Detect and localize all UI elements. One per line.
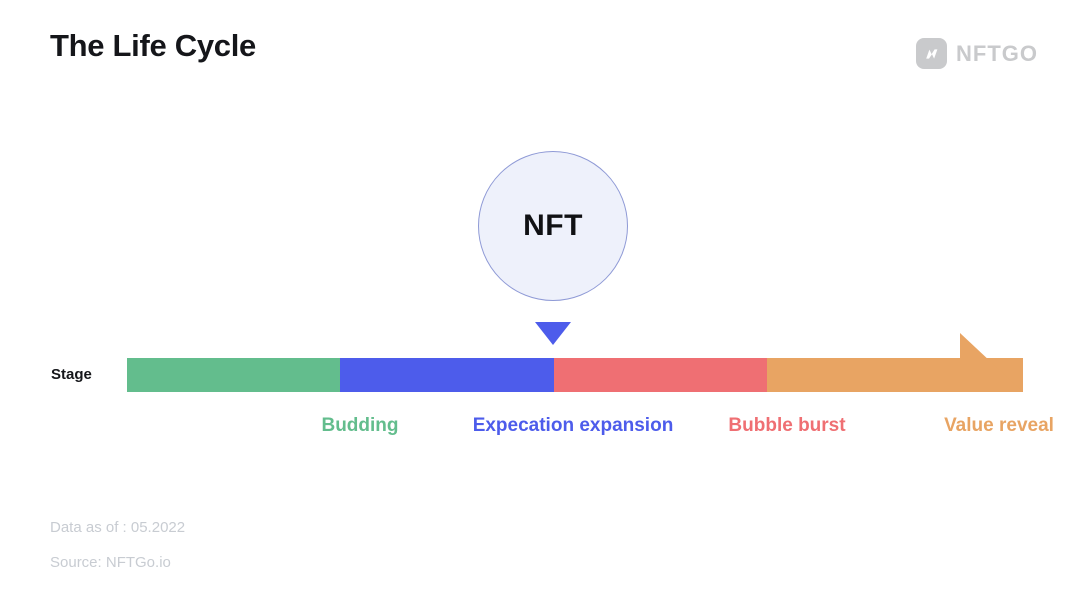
stage-segment[interactable] — [340, 358, 554, 392]
stage-caption: Expecation expansion — [472, 415, 674, 436]
nft-bubble-label: NFT — [523, 209, 583, 242]
brand-wordmark: NFTGO — [956, 40, 1038, 66]
stage-timeline — [127, 333, 1023, 392]
nft-bubble: NFT — [478, 151, 628, 301]
stage-caption: Budding — [321, 415, 399, 436]
page-title: The Life Cycle — [50, 28, 256, 63]
axis-label-stage: Stage — [51, 366, 92, 383]
stage-caption: Bubble burst — [728, 415, 846, 436]
stage-segment[interactable] — [554, 358, 767, 392]
brand-logo: NFTGO — [916, 38, 1038, 69]
arrow-right-head-icon — [960, 333, 1023, 392]
footnote-data-as-of: Data as of : 05.2022 — [50, 519, 186, 536]
footnote-source: Source: NFTGo.io — [50, 554, 171, 571]
nftgo-lightning-mark-icon — [916, 38, 947, 69]
triangle-down-icon — [535, 322, 571, 345]
stage-caption: Value reveal — [944, 415, 1054, 436]
stage-segment[interactable] — [127, 358, 340, 392]
